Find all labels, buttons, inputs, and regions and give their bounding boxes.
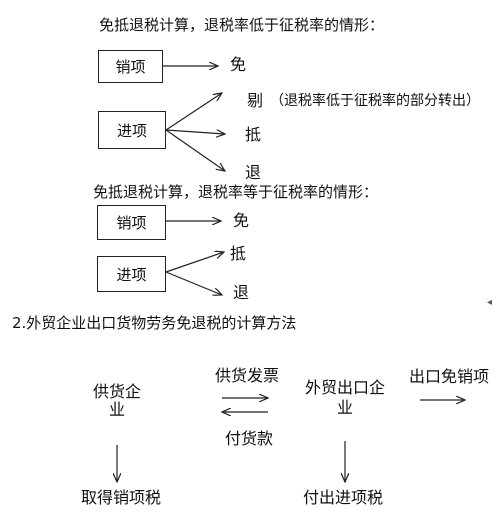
refund-label-1: 退 <box>245 163 262 182</box>
export-exempt-label: 出口免销项 <box>409 367 490 386</box>
arrow-input-to-offset-1 <box>165 130 225 134</box>
sales-box-1: 销项 <box>98 50 163 83</box>
arrow-input-to-remove-1 <box>165 93 222 131</box>
supply-invoice-label: 供货发票 <box>215 366 280 385</box>
offset-label-1: 抵 <box>245 125 262 144</box>
supplier-line2: 业 <box>108 400 125 419</box>
section3-heading: 2.外贸企业出口货物劳务免退税的计算方法 <box>12 314 297 332</box>
section1-heading: 免抵退税计算，退税率低于征税率的情形： <box>99 16 385 34</box>
refund-label-2: 退 <box>233 283 250 302</box>
exempt-label-1: 免 <box>230 55 247 74</box>
input-box-2-label: 进项 <box>116 265 147 284</box>
payment-label: 付货款 <box>225 429 274 448</box>
section2-heading: 免抵退税计算，退税率等于征税率的情形： <box>93 183 379 201</box>
arrow-input-to-refund-2 <box>165 271 222 295</box>
remove-note-1: （退税率低于征税率的部分转出） <box>270 93 480 109</box>
supplier-line1: 供货企 <box>92 382 141 401</box>
sales-box-1-label: 销项 <box>115 58 146 76</box>
sales-box-2-label: 销项 <box>116 214 147 232</box>
input-box-1-label: 进项 <box>116 121 147 140</box>
arrow-input-to-refund-1 <box>165 129 225 171</box>
input-box-2: 进项 <box>97 256 166 292</box>
trader-line2: 业 <box>336 398 353 417</box>
arrow-input-to-offset-2 <box>165 252 224 273</box>
input-box-1: 进项 <box>98 111 166 149</box>
sales-box-2: 销项 <box>97 205 166 240</box>
exempt-label-2: 免 <box>233 211 250 230</box>
stray-mark: ◂ <box>487 297 493 308</box>
offset-label-2: 抵 <box>230 244 247 263</box>
get-output-tax-label: 取得销项税 <box>81 488 162 507</box>
trader-line1: 外贸出口企 <box>304 378 385 397</box>
pay-input-tax-label: 付出进项税 <box>303 488 384 507</box>
remove-label-1: 剔 <box>247 91 264 110</box>
